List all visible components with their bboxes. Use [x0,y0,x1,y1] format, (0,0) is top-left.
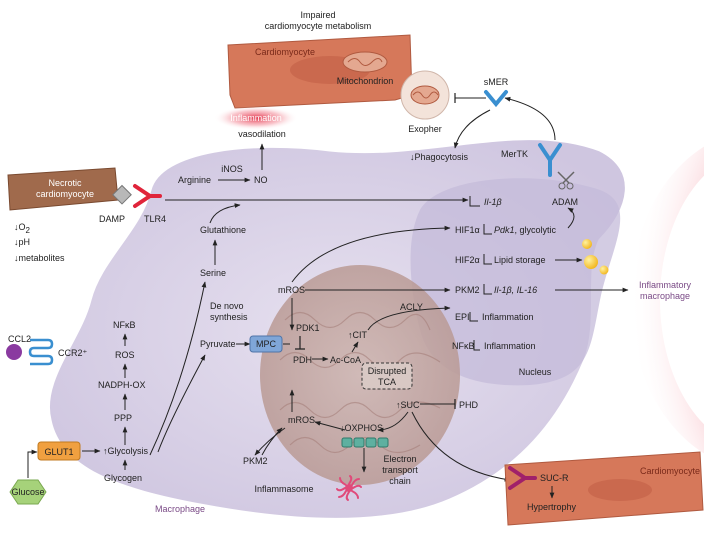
nadph-ox-label: NADPH-OX [98,380,146,390]
pdk1-label: PDK1 [296,323,320,333]
mitochondrion-label: Mitochondrion [337,76,394,86]
inflammasome-label: Inflammasome [254,484,313,494]
ph-label: ↓pH [14,237,30,247]
hif1a-label: HIF1α [455,225,480,235]
disrupted-tca-box [361,362,413,390]
ccr2-label: CCR2⁺ [58,348,88,358]
inflammation-epi-label: Inflammation [482,312,534,322]
il1b-il16-label: Il-1β, IL-16 [494,285,537,295]
tlr4-receptor-icon [133,184,162,208]
mpc-transporter [249,335,283,353]
macrophage-label: Macrophage [155,504,205,514]
scissors-icon [557,171,575,190]
cit-label: ↑CIT [348,330,368,340]
mros-bottom-label: mROS [288,415,315,425]
etc-label-1: Electron [383,454,416,464]
inflammation-nfkb-label: Inflammation [484,341,536,351]
de-novo-label-2: synthesis [210,312,248,322]
ccl2-icon [6,344,22,360]
inflammation-top-label: Inflammation [230,113,282,123]
title-line-2: cardiomyocyte metabolism [265,21,372,31]
ppp-label: PPP [114,413,132,423]
mros-top-label: mROS [278,285,305,295]
mpc-label: MPC [256,339,277,349]
glut1-label: GLUT1 [44,447,73,457]
phagocytosis-label: ↓Phagocytosis [410,152,469,162]
smer-icon [484,90,508,108]
glucose-label: Glucose [11,487,44,497]
adam-label: ADAM [552,197,578,207]
phd-label: PHD [459,400,479,410]
bottom-cardiomyocyte: Cardiomyocyte [504,451,704,526]
damp-icon [112,184,132,205]
il1b-top-label: Il-1β [484,197,502,207]
glut1-transporter [37,441,81,461]
metabolites-label: ↓metabolites [14,253,65,263]
mertk-label: MerTK [501,149,528,159]
necrotic-label-2: cardiomyocyte [36,189,94,199]
pyruvate-label: Pyruvate [200,339,236,349]
etc-label-3: chain [389,476,411,486]
mertk-receptor-icon [538,143,562,177]
nucleus-label: Nucleus [519,367,552,377]
exopher: Exopher [400,70,450,134]
inflammatory-label-1: Inflammatory [639,280,692,290]
cardiomyocyte-bottom-label: Cardiomyocyte [640,466,700,476]
mitochondrion [260,265,460,485]
necrotic-cardiomyocyte: Necrotic cardiomyocyte [7,167,119,211]
vasodilation-label: vasodilation [238,129,286,139]
serine-label: Serine [200,268,226,278]
inflammasome-icon [336,475,362,501]
top-cardiomyocyte: Impaired cardiomyocyte metabolism Cardio… [227,10,413,109]
glucose-hexagon [9,479,47,505]
nucleus [410,178,621,386]
title-line-1: Impaired [300,10,335,20]
nfkb-left-label: NFκB [113,320,136,330]
exopher-label: Exopher [408,124,442,134]
lipid-droplets [582,239,609,275]
disrupted-label-2: TCA [378,377,396,387]
inos-label: iNOS [221,164,243,174]
tlr4-label: TLR4 [144,214,166,224]
pkm2-left-label: PKM2 [243,456,268,466]
suc-label: ↑SUC [396,400,420,410]
nfkb-right-label: NFκB [452,341,475,351]
acly-label: ACLY [400,302,423,312]
ros-label: ROS [115,350,135,360]
acetyl-coa-label: Ac-CoA [330,355,361,365]
necrotic-label-1: Necrotic [48,178,82,188]
cardiomyocyte-top-label: Cardiomyocyte [255,47,315,57]
disrupted-label-1: Disrupted [368,366,407,376]
suc-r-receptor-icon [508,466,537,490]
smer-label: sMER [484,77,509,87]
glycogen-label: Glycogen [104,473,142,483]
no-label: NO [254,175,268,185]
o2-label: ↓O2 [14,222,31,235]
ccr2-receptor-icon [28,338,54,366]
damp-label: DAMP [99,214,125,224]
hif2a-label: HIF2α [455,255,480,265]
pkm2-right-label: PKM2 [455,285,480,295]
epi-label: EPI [455,312,470,322]
oxphos-label: ↓OXPHOS [340,423,383,433]
ccl2-label: CCL2 [8,334,31,344]
electron-transport-chain-icon [341,437,389,448]
inflammatory-macrophage: Inflammatory macrophage [630,146,704,454]
lipid-storage-label: Lipid storage [494,255,546,265]
pdh-label: PDH [293,355,312,365]
hypertrophy-label: Hypertrophy [527,502,577,512]
arginine-label: Arginine [178,175,211,185]
suc-r-label: SUC-R [540,473,569,483]
etc-label-2: transport [382,465,418,475]
inflammatory-label-2: macrophage [640,291,690,301]
glycolysis-label: ↑Glycolysis [103,446,149,456]
glutathione-label: Glutathione [200,225,246,235]
pdk1-glycolytic-label: Pdk1, glycolytic [494,225,557,235]
de-novo-label-1: De novo [210,301,244,311]
